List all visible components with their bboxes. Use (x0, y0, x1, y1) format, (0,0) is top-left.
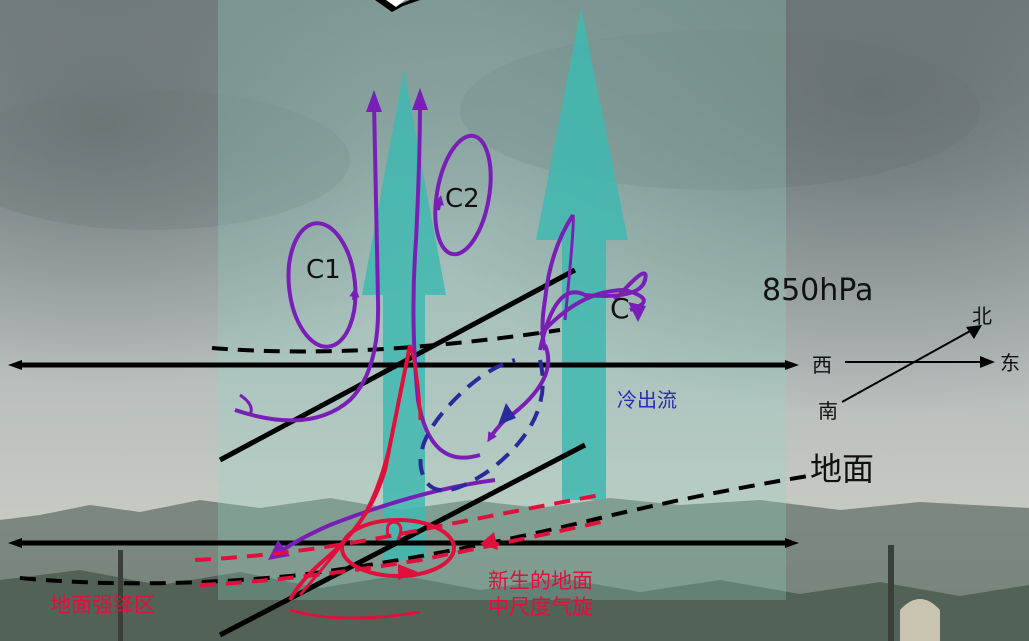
treeline-background (0, 498, 1029, 641)
label-c: C (610, 292, 630, 325)
label-c1: C1 (306, 255, 341, 285)
compass-east-arrowhead (980, 356, 995, 368)
compass-north-arrowhead (966, 325, 982, 339)
descending-streamline (503, 344, 551, 422)
purple-circulations (234, 88, 648, 560)
label-front-zone: 地面强锋区 (50, 593, 155, 617)
cube-fragment-icon (375, 0, 420, 12)
vortex-c (538, 271, 648, 351)
compass-west-label: 西 (812, 353, 832, 377)
vortex-c2 (433, 133, 493, 257)
label-c2: C2 (445, 184, 480, 214)
label-new-cyclone-2: 中尺度气旋 (488, 595, 593, 619)
updraft-arrow-right (536, 8, 628, 500)
compass-north-label: 北 (972, 304, 992, 328)
vortex-c1 (286, 221, 358, 349)
red-dashed-front-1 (194, 493, 601, 562)
label-new-cyclone-1: 新生的地面 (488, 569, 593, 593)
label-cold-outflow: 冷出流 (617, 388, 677, 412)
label-ground: 地面 (810, 450, 874, 488)
compass (841, 325, 995, 403)
red-dashed-front-2 (199, 518, 611, 587)
diagram-panel (218, 0, 786, 600)
compass-east-label: 东 (1000, 351, 1020, 375)
upper-dashed-trough (211, 328, 561, 354)
updraft-right-streamline (411, 99, 481, 460)
surface-dashed-front (19, 474, 809, 586)
cold-outflow-loop (418, 358, 545, 493)
updraft-left-streamline (234, 101, 381, 423)
upper-diagonal-line (218, 267, 577, 463)
label-850hpa: 850hPa (762, 273, 873, 308)
compass-south-label: 南 (818, 399, 838, 423)
surface-red-features (194, 344, 611, 620)
lower-diagonal-line (218, 442, 587, 638)
structure-lines (8, 267, 809, 638)
